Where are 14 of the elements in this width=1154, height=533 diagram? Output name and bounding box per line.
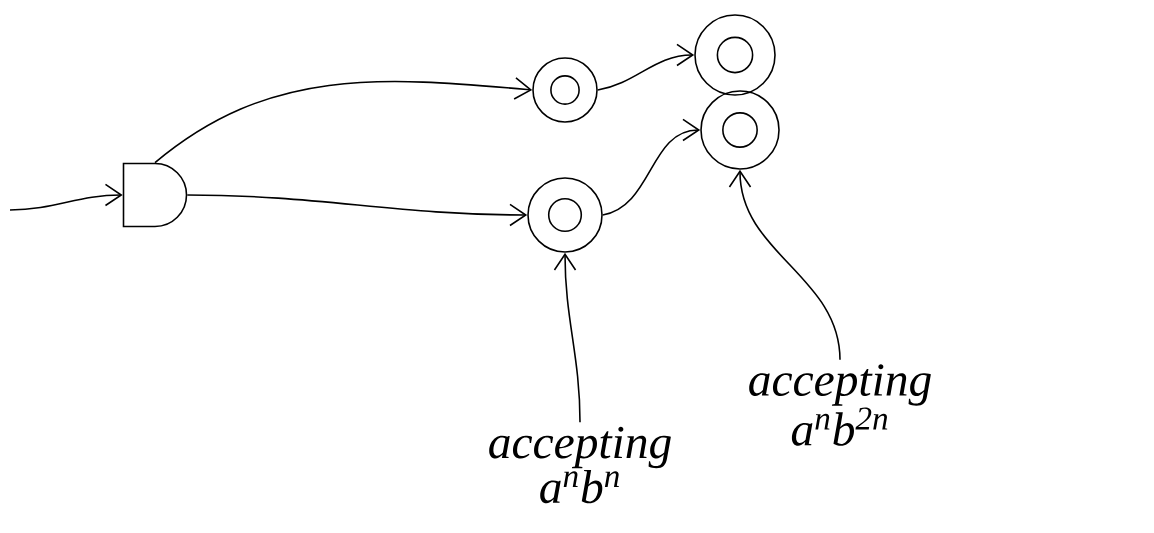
state-circle (700, 90, 780, 170)
label-text: accepting a$^{n}$b$^{n}$ (489, 426, 671, 504)
arrow (9, 183, 123, 211)
arrow (186, 194, 528, 227)
arrow (602, 118, 701, 216)
start-state (122, 162, 188, 228)
leader-arrow (553, 252, 581, 424)
state-circle (694, 14, 776, 96)
label-text: accepting a$^{n}$b$^{2n}$ (749, 364, 931, 446)
state-circle (527, 177, 603, 253)
arrow (597, 43, 695, 91)
arrow (154, 77, 533, 164)
leader-arrow (728, 169, 841, 361)
state-circle (532, 57, 598, 123)
